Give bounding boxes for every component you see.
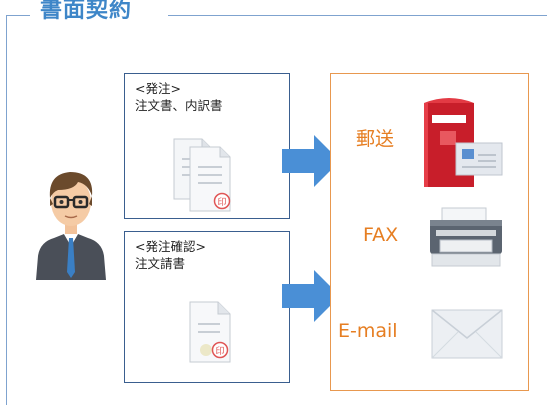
- documents-icon: 印: [173, 138, 231, 212]
- page-title: 書面契約: [30, 0, 143, 26]
- envelope-icon: [431, 309, 503, 359]
- postbox-icon: [424, 98, 503, 187]
- arrow-right-icon: [282, 270, 340, 322]
- document-icon: 印: [189, 301, 231, 363]
- frame-top-right: [168, 15, 547, 16]
- stamp-mark: 印: [217, 196, 226, 208]
- channel-label-mail: 郵送: [356, 128, 395, 150]
- stamp-mark: 印: [215, 345, 224, 357]
- confirmation-subtitle: 注文請書: [135, 256, 186, 271]
- channel-label-email: E-mail: [338, 320, 398, 342]
- order-subtitle: 注文書、内訳書: [135, 98, 223, 113]
- confirmation-heading: <発注確認>: [135, 239, 206, 254]
- person-icon: [36, 172, 106, 280]
- frame-left: [6, 15, 7, 405]
- order-heading: <発注>: [135, 81, 181, 96]
- arrow-right-icon: [282, 135, 340, 187]
- frame-top-left: [6, 15, 32, 16]
- fax-icon: [430, 207, 502, 267]
- channel-label-fax: FAX: [363, 224, 399, 246]
